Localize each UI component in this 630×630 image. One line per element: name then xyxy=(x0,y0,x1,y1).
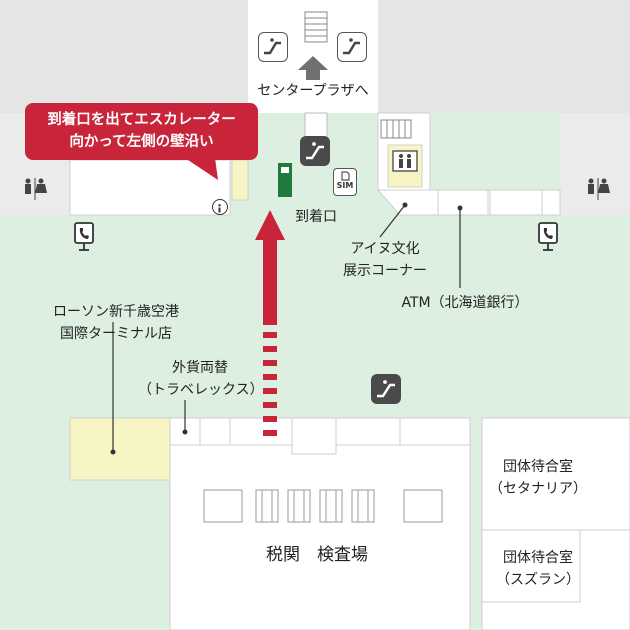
atm-label: ATM（北海道銀行） xyxy=(401,295,529,311)
exchange-label-line2: （トラベレックス） xyxy=(138,382,264,398)
main-floor xyxy=(0,113,630,630)
sim-icon: SIM xyxy=(333,168,357,196)
lawson-label-line2: 国際ターミナル店 xyxy=(60,326,172,342)
ainu-corner-label-line2: 展示コーナー xyxy=(343,263,427,279)
arrival-gate-label: 到着口 xyxy=(295,209,337,225)
inspection-booth xyxy=(203,489,243,523)
phone-icon xyxy=(538,222,558,252)
up-arrow-icon xyxy=(298,56,328,80)
route-callout: 到着口を出てエスカレーター 向かって左側の壁沿い xyxy=(25,103,258,160)
callout-pointer xyxy=(185,158,218,180)
restroom-icon xyxy=(585,178,611,200)
customs-area xyxy=(169,417,471,630)
callout-line2: 向かって左側の壁沿い xyxy=(69,134,214,150)
lawson-kiosk-small xyxy=(231,159,249,201)
ainu-corner-booth xyxy=(489,189,543,216)
elevator-icon xyxy=(392,150,418,172)
phone-icon xyxy=(74,222,94,252)
restroom-area-right xyxy=(560,113,630,215)
atm-booth xyxy=(437,189,489,216)
group-room2-label-line2: （スズラン） xyxy=(496,572,580,588)
sim-label: SIM xyxy=(336,181,354,190)
route-arrow xyxy=(255,210,285,325)
info-icon xyxy=(212,199,228,215)
group-room2-label-line1: 団体待合室 xyxy=(503,550,573,566)
group-room1-label-line1: 団体待合室 xyxy=(503,459,573,475)
escalator-icon xyxy=(337,32,367,62)
stairs-icon xyxy=(304,11,328,43)
wall-top-right xyxy=(378,0,630,113)
exchange-label-line1: 外貨両替 xyxy=(172,360,228,376)
lawson-label-line1: ローソン新千歳空港 xyxy=(53,304,179,320)
ainu-corner-label-line1: アイヌ文化 xyxy=(350,241,420,257)
leader-line-ainu xyxy=(379,204,406,238)
escalator-icon xyxy=(258,32,288,62)
wall-top-left xyxy=(0,0,248,113)
group-room1-label-line2: （セタナリア） xyxy=(489,481,587,497)
center-plaza-label: センタープラザへ xyxy=(257,83,369,99)
wall-block-left xyxy=(69,159,231,216)
callout-line1: 到着口を出てエスカレーター xyxy=(47,112,236,128)
customs-label: 税関 検査場 xyxy=(266,545,368,565)
restroom-icon xyxy=(22,178,48,200)
route-dashes xyxy=(263,332,277,436)
lawson-shop xyxy=(69,417,171,481)
counter-box xyxy=(380,119,412,139)
escalator-icon xyxy=(371,374,401,404)
escalator-icon xyxy=(300,136,330,166)
